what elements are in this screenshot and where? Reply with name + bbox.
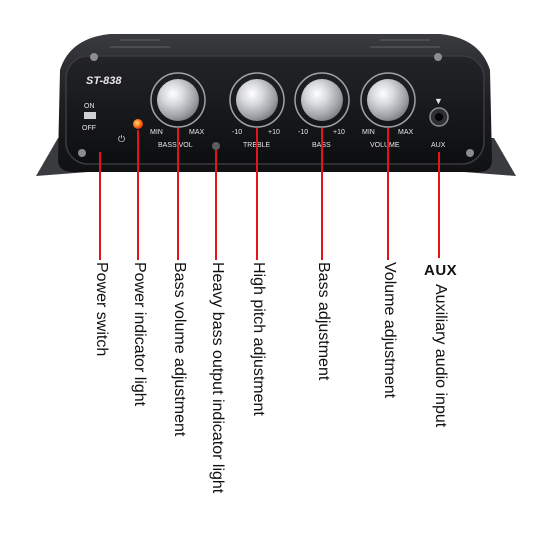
aux-panel-label: AUX [431, 142, 446, 149]
treble-knob[interactable] [236, 79, 278, 121]
treble-knob-ring [229, 72, 285, 128]
screw-icon [78, 149, 86, 157]
volume-label: VOLUME [370, 142, 400, 149]
volume-knob[interactable] [367, 79, 409, 121]
power-indicator-led [133, 119, 143, 129]
volume-min-label: MIN [362, 129, 375, 136]
aux-title: AUX [424, 262, 458, 279]
high-pitch-label: High pitch adjustment [250, 262, 267, 416]
volume-leader-line [387, 128, 389, 260]
bass-leader-line [321, 128, 323, 260]
bass-knob-ring [294, 72, 350, 128]
heavy-bass-indicator-led [212, 142, 220, 150]
bass-volume-knob-ring [150, 72, 206, 128]
screw-icon [434, 53, 442, 61]
switch-on-label: ON [84, 103, 95, 110]
bass-vol-min-label: MIN [150, 129, 163, 136]
volume-adjustment-label: Volume adjustment [381, 262, 398, 399]
switch-off-label: OFF [82, 125, 96, 132]
aux-arrow-icon: ▼ [434, 96, 443, 106]
auxiliary-input-label: Auxiliary audio input [432, 284, 449, 428]
bass-adjustment-label: Bass adjustment [315, 262, 332, 381]
bass-vol-label: BASS.VOL [158, 142, 193, 149]
treble-min-label: -10 [232, 129, 242, 136]
bass-volume-knob[interactable] [157, 79, 199, 121]
power-led-leader-line [137, 130, 139, 260]
bass-min-label: -10 [298, 129, 308, 136]
power-symbol-icon: ⏻ [118, 134, 125, 144]
bass-max-label: +10 [333, 129, 345, 136]
power-switch-label: Power switch [93, 262, 110, 357]
treble-leader-line [256, 128, 258, 260]
power-switch[interactable] [84, 112, 96, 119]
heavy-bass-indicator-label: Heavy bass output indicator light [209, 262, 226, 494]
power-indicator-label: Power indicator light [131, 262, 148, 407]
model-name: ST-838 [86, 75, 122, 87]
screw-icon [90, 53, 98, 61]
screw-icon [466, 149, 474, 157]
aux-leader-line [438, 152, 440, 258]
volume-max-label: MAX [398, 129, 414, 136]
aux-input-jack[interactable] [435, 113, 443, 121]
bass-vol-max-label: MAX [189, 129, 205, 136]
bass-volume-leader-line [177, 128, 179, 260]
heavy-bass-led-leader-line [215, 150, 217, 260]
power-switch-leader-line [99, 152, 101, 260]
heat-sink-fins [110, 39, 440, 48]
bass-knob[interactable] [301, 79, 343, 121]
bass-volume-label: Bass volume adjustment [171, 262, 188, 437]
treble-max-label: +10 [268, 129, 280, 136]
volume-knob-ring [360, 72, 416, 128]
